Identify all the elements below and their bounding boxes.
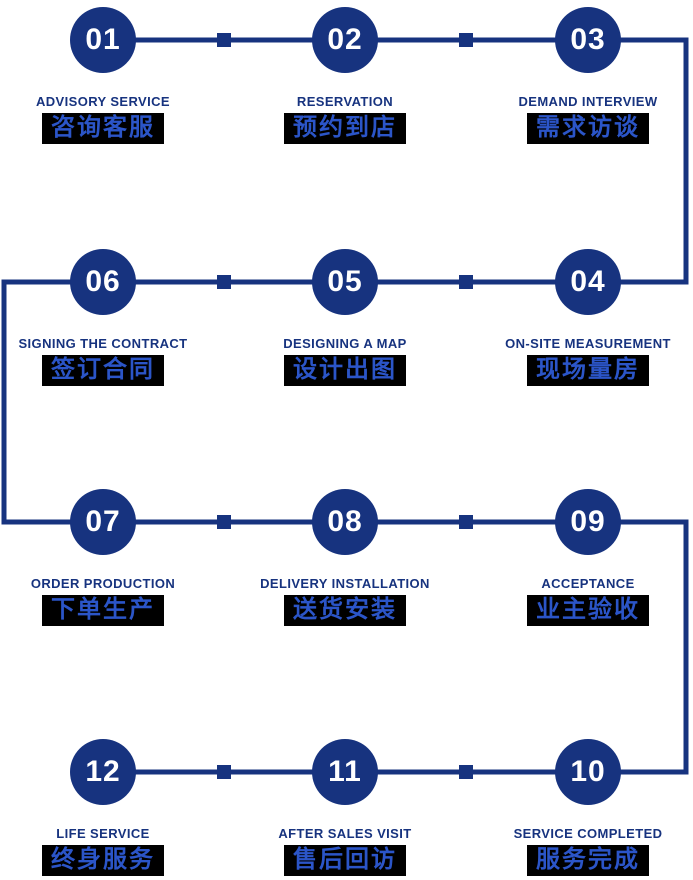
step-06-number-badge: 06 — [70, 249, 136, 315]
step-05-number-badge: 05 — [312, 249, 378, 315]
step-12-en-label: LIFE SERVICE — [56, 826, 150, 841]
step-03-zh-label: 需求访谈 — [527, 113, 649, 145]
square-node — [217, 765, 231, 779]
step-12-life-service: 12 LIFE SERVICE 终身服务 — [0, 739, 213, 877]
step-03-number-badge: 03 — [555, 7, 621, 73]
step-04-en-label: ON-SITE MEASUREMENT — [505, 336, 671, 351]
step-06-en-label: SIGNING THE CONTRACT — [18, 336, 188, 351]
step-10-en-label: SERVICE COMPLETED — [513, 826, 663, 841]
square-node — [459, 33, 473, 47]
step-09-en-label: ACCEPTANCE — [541, 576, 635, 591]
step-10-zh-label: 服务完成 — [527, 845, 649, 877]
left-turn-connector — [1, 279, 103, 525]
step-07-zh-label: 下单生产 — [42, 595, 164, 627]
step-07-order-production: 07 ORDER PRODUCTION 下单生产 — [0, 489, 213, 627]
step-05-zh-label: 设计出图 — [284, 355, 406, 387]
step-12-number-badge: 12 — [70, 739, 136, 805]
step-02-reservation: 02 RESERVATION 预约到店 — [235, 7, 455, 145]
square-node — [217, 515, 231, 529]
step-11-number-badge: 11 — [312, 739, 378, 805]
step-06-zh-label: 签订合同 — [42, 355, 164, 387]
step-03-demand-interview: 03 DEMAND INTERVIEW 需求访谈 — [478, 7, 693, 145]
square-node — [459, 275, 473, 289]
step-03-en-label: DEMAND INTERVIEW — [518, 94, 658, 109]
step-02-zh-label: 预约到店 — [284, 113, 406, 145]
step-09-acceptance: 09 ACCEPTANCE 业主验收 — [478, 489, 693, 627]
step-01-advisory-service: 01 ADVISORY SERVICE 咨询客服 — [0, 7, 213, 145]
step-10-service-completed: 10 SERVICE COMPLETED 服务完成 — [478, 739, 693, 877]
step-02-en-label: RESERVATION — [296, 94, 394, 109]
step-02-number-badge: 02 — [312, 7, 378, 73]
step-08-zh-label: 送货安装 — [284, 595, 406, 627]
step-04-number-badge: 04 — [555, 249, 621, 315]
step-01-number-badge: 01 — [70, 7, 136, 73]
square-node — [459, 765, 473, 779]
step-05-en-label: DESIGNING A MAP — [283, 336, 407, 351]
step-11-after-sales-visit: 11 AFTER SALES VISIT 售后回访 — [235, 739, 455, 877]
step-05-designing-a-map: 05 DESIGNING A MAP 设计出图 — [235, 249, 455, 387]
step-11-en-label: AFTER SALES VISIT — [278, 826, 412, 841]
step-09-zh-label: 业主验收 — [527, 595, 649, 627]
step-04-on-site-measurement: 04 ON-SITE MEASUREMENT 现场量房 — [478, 249, 693, 387]
step-07-en-label: ORDER PRODUCTION — [30, 576, 176, 591]
step-09-number-badge: 09 — [555, 489, 621, 555]
step-08-number-badge: 08 — [312, 489, 378, 555]
step-10-number-badge: 10 — [555, 739, 621, 805]
right-turn-connector-2 — [588, 519, 689, 775]
square-node — [217, 275, 231, 289]
step-07-number-badge: 07 — [70, 489, 136, 555]
step-01-en-label: ADVISORY SERVICE — [35, 94, 171, 109]
step-11-zh-label: 售后回访 — [284, 845, 406, 877]
square-node — [459, 515, 473, 529]
step-08-en-label: DELIVERY INSTALLATION — [260, 576, 430, 591]
step-06-signing-the-contract: 06 SIGNING THE CONTRACT 签订合同 — [0, 249, 213, 387]
step-08-delivery-installation: 08 DELIVERY INSTALLATION 送货安装 — [235, 489, 455, 627]
right-turn-connector-1 — [588, 37, 689, 285]
step-01-zh-label: 咨询客服 — [42, 113, 164, 145]
step-04-zh-label: 现场量房 — [527, 355, 649, 387]
step-12-zh-label: 终身服务 — [42, 845, 164, 877]
square-node — [217, 33, 231, 47]
